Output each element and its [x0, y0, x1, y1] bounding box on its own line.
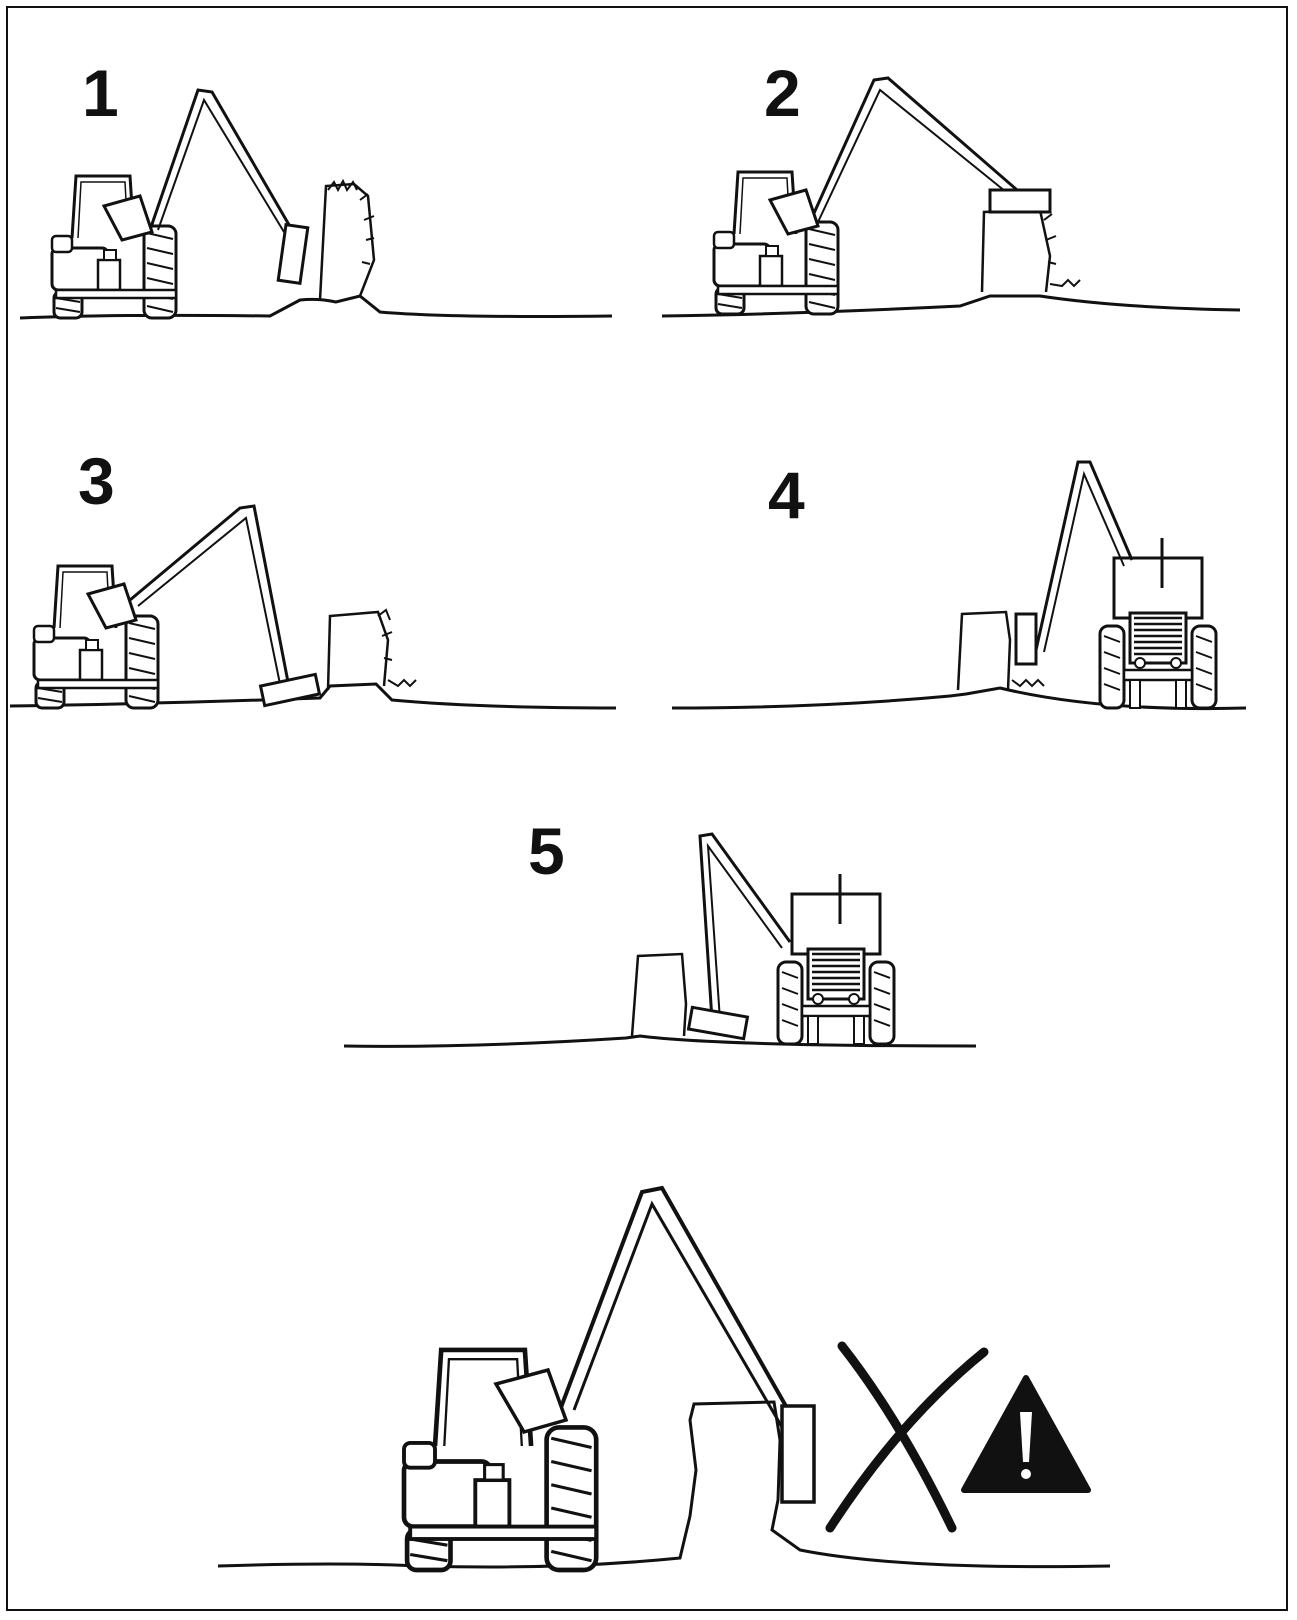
- ground-line-2: [662, 296, 1240, 316]
- hedge-1: [320, 184, 374, 300]
- hedge-3: [328, 612, 388, 690]
- panel-1: [20, 90, 612, 318]
- warning-triangle-icon: [964, 1378, 1088, 1490]
- hedge-2: [982, 210, 1050, 292]
- panel-4: [672, 462, 1246, 709]
- ground-line-1: [20, 296, 612, 318]
- panel-warning: [218, 1188, 1110, 1570]
- hedge-5: [632, 954, 686, 1036]
- cutter-head-4: [1016, 614, 1036, 664]
- panel-5: [344, 834, 976, 1046]
- cross-mark-icon: [830, 1346, 984, 1528]
- hedge-4: [958, 612, 1010, 690]
- ground-line-4: [672, 688, 1246, 709]
- cutter-head-5: [689, 1007, 748, 1038]
- panel-2: [662, 78, 1240, 316]
- cutter-head-3: [261, 674, 320, 705]
- cutter-head-2: [990, 190, 1050, 212]
- cutter-head-1: [278, 225, 308, 284]
- cutter-head-6: [782, 1406, 814, 1502]
- panel-3: [10, 506, 616, 708]
